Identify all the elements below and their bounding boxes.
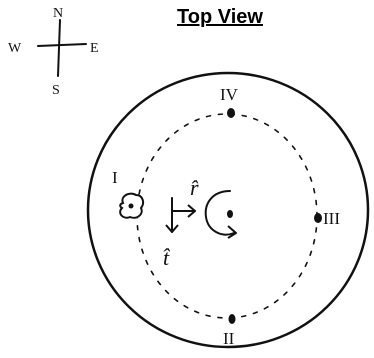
tangential-vector-label: t̂ (163, 245, 171, 270)
compass-west-label: W (8, 41, 22, 56)
radial-vector-label: r̂ (190, 175, 199, 200)
object-dot (128, 203, 134, 209)
compass-east-label: E (90, 41, 99, 56)
compass-ew-line (37, 43, 87, 47)
compass-north-label: N (53, 6, 63, 21)
tangential-vector-arrow (165, 197, 179, 233)
page-title: Top View (177, 6, 263, 28)
orbit-path (136, 113, 318, 319)
outer-circle (86, 71, 370, 349)
label-position-top: IV (220, 85, 239, 104)
label-position-left: I (112, 168, 118, 187)
compass: N S W E (8, 6, 99, 98)
label-position-right: III (323, 209, 340, 228)
radial-vector-arrow (171, 204, 196, 218)
label-position-bottom: II (223, 329, 235, 348)
compass-ns-line (57, 19, 61, 77)
marker-bottom (228, 314, 236, 324)
rotation-arrow (204, 190, 237, 239)
marker-top (227, 108, 235, 118)
marker-right (314, 213, 322, 223)
marker-center (227, 210, 233, 218)
compass-south-label: S (52, 83, 60, 98)
